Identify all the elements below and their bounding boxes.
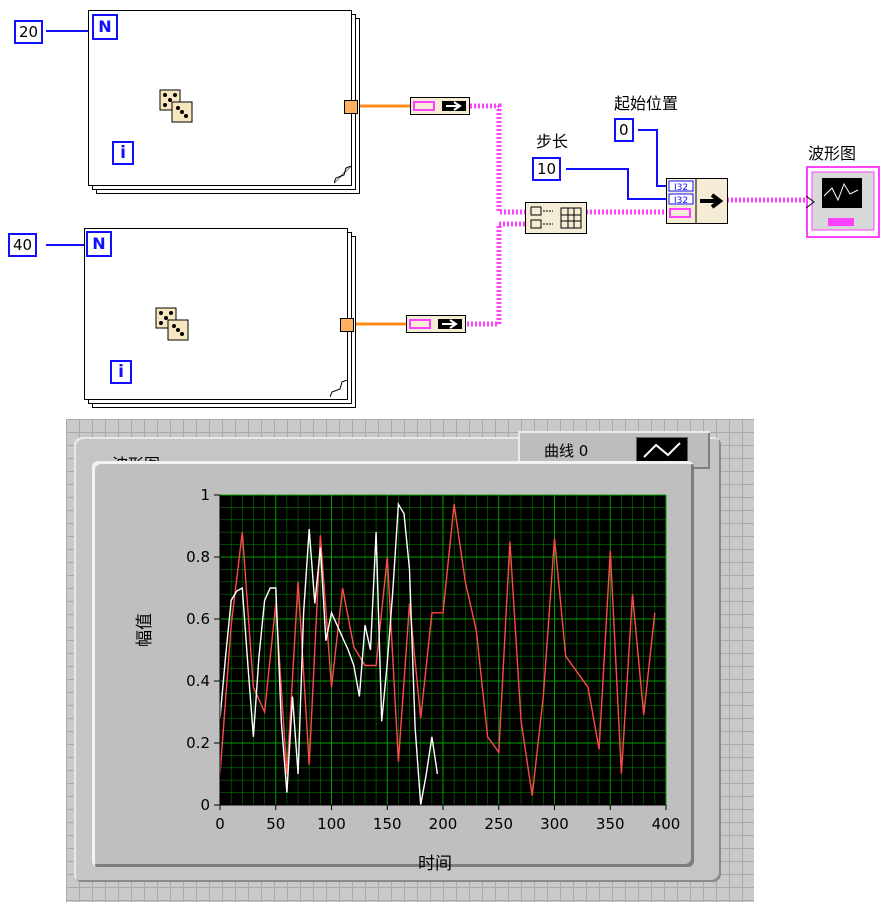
for-loop-1[interactable] bbox=[88, 10, 360, 195]
build-waveform-icon[interactable] bbox=[410, 97, 470, 115]
random-number-dice-icon[interactable] bbox=[158, 88, 196, 126]
x-tick-label: 250 bbox=[484, 815, 513, 833]
i32-terminal-a: I32 bbox=[674, 183, 688, 193]
plot-series-layer bbox=[219, 502, 656, 806]
wire-start[interactable] bbox=[638, 129, 668, 187]
loop2-output-tunnel[interactable] bbox=[340, 318, 354, 332]
page-curl-icon bbox=[334, 166, 352, 184]
x-tick-label: 400 bbox=[652, 815, 681, 833]
legend-entry-label: 曲线 0 bbox=[544, 442, 589, 460]
x-axis-label: 时间 bbox=[418, 854, 452, 874]
x-tick-label: 0 bbox=[215, 815, 225, 833]
for-loop-2[interactable] bbox=[84, 228, 356, 410]
i32-terminal-b: I32 bbox=[674, 196, 688, 206]
start-position-label: 起始位置 bbox=[614, 94, 679, 113]
loop1-count-constant[interactable]: 20 bbox=[14, 20, 44, 44]
loop2-count-constant[interactable]: 40 bbox=[8, 233, 38, 257]
y-tick-label: 1 bbox=[200, 486, 210, 504]
loop1-count-terminal[interactable]: N bbox=[92, 14, 118, 40]
series-line-1[interactable] bbox=[219, 502, 439, 806]
x-tick-label: 350 bbox=[596, 815, 625, 833]
random-number-dice-icon[interactable] bbox=[154, 306, 192, 344]
loop2-count-terminal[interactable]: N bbox=[86, 231, 112, 257]
build-array-icon[interactable] bbox=[525, 202, 587, 234]
step-label: 步长 bbox=[536, 132, 569, 151]
page-curl-icon bbox=[330, 380, 348, 398]
wire-step[interactable] bbox=[566, 168, 668, 200]
loop1-iteration-terminal[interactable]: i bbox=[112, 141, 134, 165]
x-tick-label: 100 bbox=[317, 815, 346, 833]
build-waveform-cluster-icon[interactable]: I32 I32 bbox=[666, 178, 728, 224]
start-position-constant[interactable]: 0 bbox=[614, 118, 634, 142]
legend-line-swatch-icon[interactable] bbox=[636, 437, 688, 463]
series-line-0[interactable] bbox=[219, 504, 656, 796]
wire-wave-2[interactable] bbox=[467, 221, 526, 327]
loop2-iteration-terminal[interactable]: i bbox=[110, 360, 132, 384]
y-tick-label: 0 bbox=[200, 796, 210, 814]
x-tick-label: 200 bbox=[429, 815, 458, 833]
loop1-output-tunnel[interactable] bbox=[344, 100, 358, 114]
plot-axes: 0 50 100 150 200 250 300 350 400 0 0.2 0.4 0.6 0.8 1 bbox=[186, 486, 680, 833]
step-constant[interactable]: 10 bbox=[532, 157, 562, 181]
waveform-graph-panel: 波形图 曲线 0 05010015020025030035040000.20.4… bbox=[66, 419, 754, 902]
x-tick-label: 300 bbox=[540, 815, 569, 833]
y-axis-label: 幅值 bbox=[135, 613, 155, 647]
graph-terminal-label: 波形图 bbox=[808, 144, 857, 163]
plot-grid bbox=[219, 494, 667, 806]
x-tick-label: 50 bbox=[266, 815, 285, 833]
y-tick-label: 0.2 bbox=[186, 734, 210, 752]
build-waveform-icon[interactable] bbox=[406, 315, 466, 333]
y-tick-label: 0.4 bbox=[186, 672, 210, 690]
waveform-graph-terminal-icon[interactable] bbox=[806, 166, 880, 238]
y-tick-label: 0.6 bbox=[186, 610, 210, 628]
x-tick-label: 150 bbox=[373, 815, 402, 833]
waveform-chart[interactable]: 0 50 100 150 200 250 300 350 400 0 0.2 0.4 0.6 0.8 1 bbox=[66, 419, 754, 902]
y-tick-label: 0.8 bbox=[186, 548, 210, 566]
wire-wave-1[interactable] bbox=[470, 103, 526, 215]
